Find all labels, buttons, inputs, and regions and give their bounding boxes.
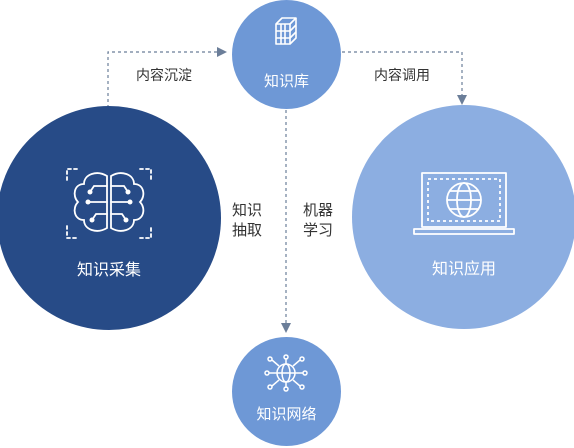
node-label: 知识应用: [431, 259, 496, 278]
edge-library-to-apply: [342, 51, 467, 105]
edge-collect-to-library: [107, 47, 227, 108]
node-knowledge-network: 知识网络: [232, 337, 341, 446]
node-knowledge-library: 知识库: [232, 0, 341, 109]
node-label: 知识库: [263, 72, 309, 90]
edge-label-machine-learning: 机器 学习: [302, 201, 333, 239]
edge-label-content-deposit: 内容沉淀: [136, 68, 192, 84]
node-label: 知识采集: [76, 260, 141, 279]
network-globe-icon: [264, 354, 308, 392]
node-knowledge-collection: 知识采集: [0, 106, 221, 330]
brain-circuit-icon: [66, 168, 152, 239]
node-knowledge-application: 知识应用: [352, 105, 574, 329]
edge-label-content-call: 内容调用: [374, 68, 430, 84]
node-label: 知识网络: [256, 405, 317, 423]
laptop-globe-icon: [413, 172, 515, 235]
database-cube-icon: [275, 17, 297, 45]
edge-label-knowledge-extraction: 知识 抽取: [231, 201, 262, 239]
